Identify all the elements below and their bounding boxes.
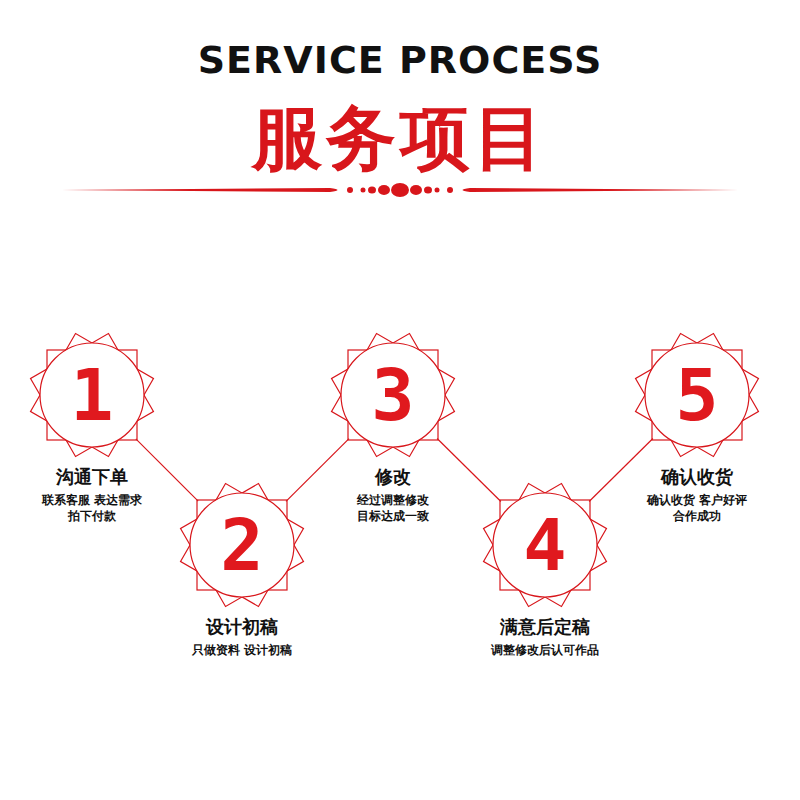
- heading-en: SERVICE PROCESS: [0, 38, 800, 82]
- step-title: 满意后定稿: [500, 615, 590, 639]
- step-description: 只做资料 设计初稿: [172, 642, 312, 658]
- step-number: 4: [475, 475, 615, 615]
- step-number: 2: [172, 475, 312, 615]
- star-badge: 3: [323, 325, 463, 465]
- step-description: 确认收货 客户好评 合作成功: [641, 492, 753, 524]
- process-step: 5确认收货确认收货 客户好评 合作成功: [622, 325, 772, 524]
- process-step: 1沟通下单联系客服 表达需求 拍下付款: [17, 325, 167, 524]
- step-number: 3: [323, 325, 463, 465]
- star-badge: 5: [627, 325, 767, 465]
- process-step: 2设计初稿只做资料 设计初稿: [167, 475, 317, 658]
- step-title: 确认收货: [661, 465, 733, 489]
- process-step: 4满意后定稿调整修改后认可作品: [470, 475, 620, 658]
- connector-line: [437, 439, 501, 502]
- step-title: 修改: [375, 465, 411, 489]
- step-title: 设计初稿: [206, 615, 278, 639]
- step-number: 5: [627, 325, 767, 465]
- process-step: 3修改经过调整修改 目标达成一致: [318, 325, 468, 524]
- step-description: 经过调整修改 目标达成一致: [348, 492, 438, 524]
- star-badge: 2: [172, 475, 312, 615]
- title: 服务项目: [0, 92, 800, 186]
- step-description: 调整修改后认可作品: [475, 642, 615, 658]
- step-number: 1: [22, 325, 162, 465]
- connector-line: [136, 439, 198, 501]
- star-badge: 1: [22, 325, 162, 465]
- step-description: 联系客服 表达需求 拍下付款: [36, 492, 148, 524]
- connector-line: [286, 439, 349, 502]
- connector-line: [589, 439, 653, 502]
- star-badge: 4: [475, 475, 615, 615]
- step-title: 沟通下单: [56, 465, 128, 489]
